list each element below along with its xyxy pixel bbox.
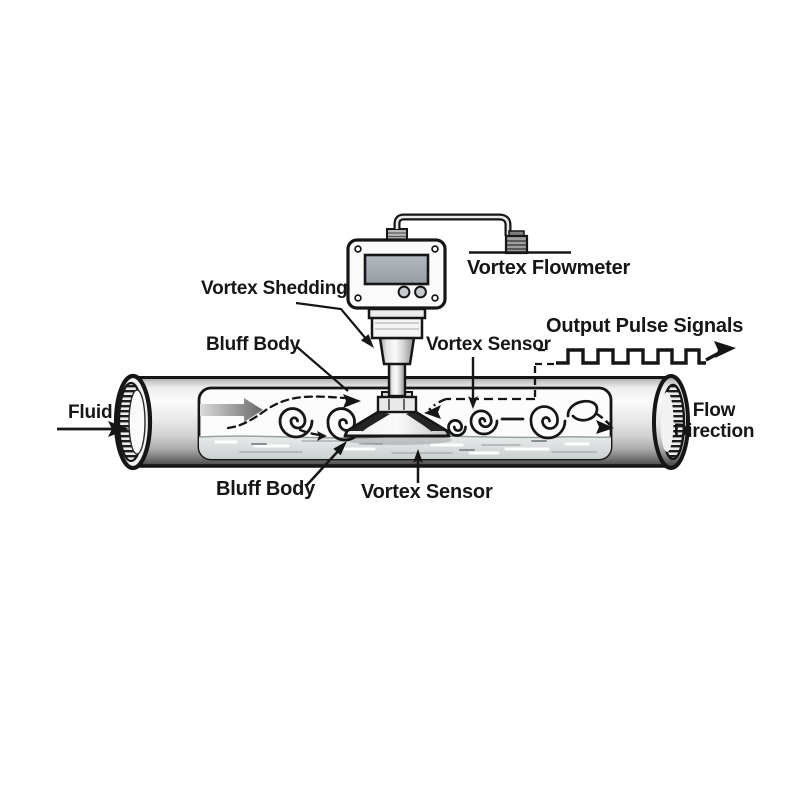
vortex-swirls-downstream (447, 399, 599, 440)
fluid-surface (199, 435, 611, 459)
pulse-arrowhead (714, 341, 736, 358)
flow-streamline-dashed (226, 395, 346, 437)
street-exit-dashed (596, 412, 611, 426)
sensor-stem (367, 307, 427, 398)
cable-connector (504, 230, 529, 255)
display-box (346, 238, 447, 310)
small-flow-arrowhead (317, 431, 327, 441)
signal-cable (393, 213, 512, 236)
vortex-sensor-bottom-label: Vortex Sensor (361, 481, 493, 503)
bluff-body-bottom-label: Bluff Body (216, 478, 316, 500)
bluff-body-bottom-leader (305, 441, 347, 487)
vortex-shedding-label: Vortex Shedding (201, 278, 348, 299)
corner-screws (354, 245, 439, 302)
flow-direction-label: Flow Direction (666, 400, 762, 443)
pipe-left-opening (113, 373, 153, 471)
vortex-sensor-top-label: Vortex Sensor (426, 334, 551, 355)
recirculation-arrowhead (424, 405, 441, 419)
pipe-right-opening (652, 374, 690, 470)
bluff-body-top-leader (296, 346, 361, 408)
street-exit-arrowhead (596, 420, 614, 434)
vortex-flowmeter-label: Vortex Flowmeter (467, 257, 631, 279)
vortex-sensor-top-leader (468, 357, 478, 409)
leader-lines (57, 301, 478, 487)
vortex-sensor-bottom-leader (413, 449, 423, 483)
bluff-body-top-label: Bluff Body (206, 334, 301, 355)
lcd-screen (363, 253, 430, 286)
measurement-zone-dashed (428, 348, 556, 411)
vortex-shedding-leader (295, 301, 374, 348)
flow-direction-line1: Flow (692, 400, 736, 421)
fluid-label: Fluid (68, 402, 113, 423)
inlet-flow-arrow (200, 398, 263, 422)
flow-direction-line2: Direction (673, 421, 755, 443)
vortex-swirls-upstream (278, 407, 364, 442)
meter-head (346, 213, 571, 310)
output-pulse-signals-label: Output Pulse Signals (546, 315, 744, 337)
fluid-arrow (57, 421, 129, 437)
control-buttons (397, 285, 427, 299)
output-pulse-wave (556, 341, 736, 365)
